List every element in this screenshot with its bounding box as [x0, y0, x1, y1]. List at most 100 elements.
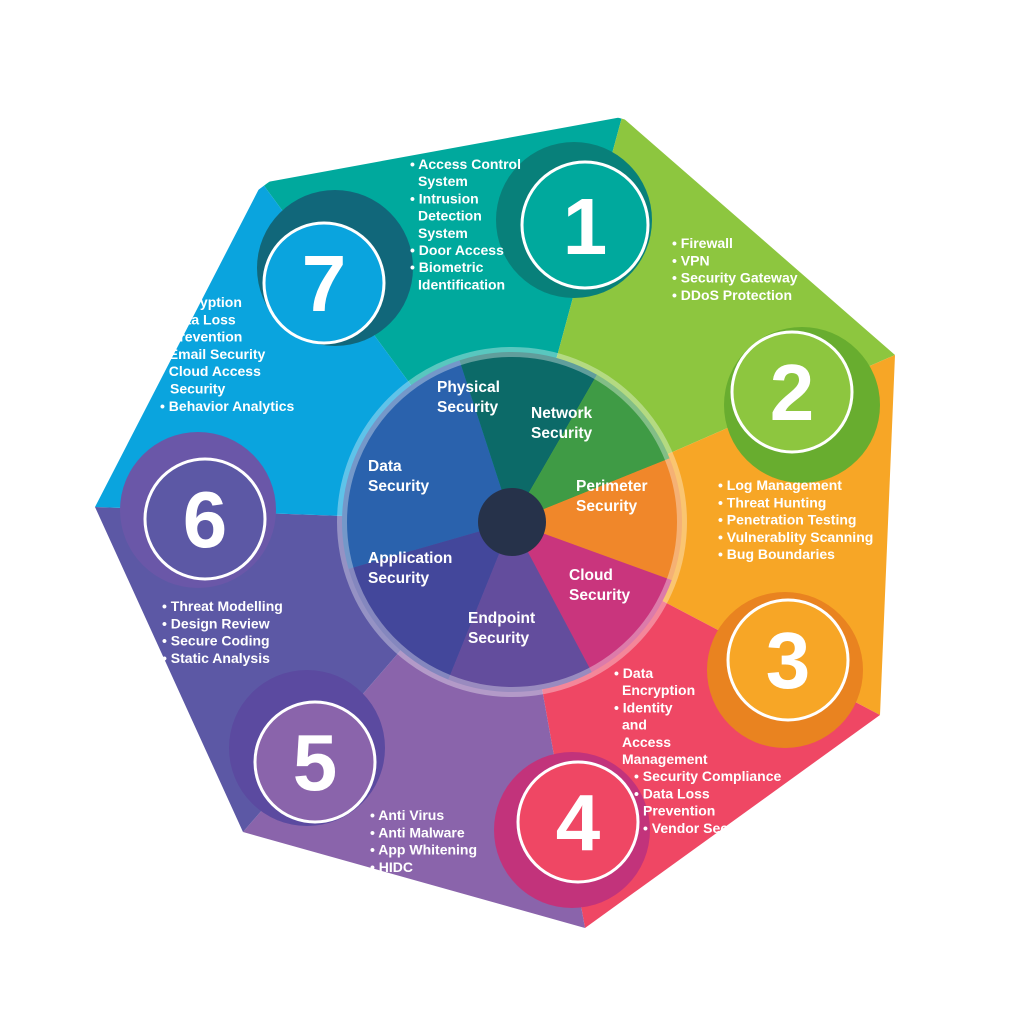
label-endpoint-line-2: Security: [468, 630, 530, 647]
list-item: • Threat Modelling: [162, 598, 283, 614]
list-item: • DDoS Protection: [672, 287, 792, 303]
list-item: • Static Analysis: [162, 650, 270, 666]
label-cloud-security: Cloud Security: [569, 567, 631, 604]
list-item: System: [418, 173, 468, 189]
label-endpoint-line-1: Endpoint: [468, 610, 535, 627]
list-item: Detection: [418, 208, 482, 224]
list-item: • Firewall: [672, 235, 733, 251]
list-item: • Data Loss: [634, 785, 710, 801]
list-item: • Email Security: [160, 346, 265, 362]
label-perimeter-line-1: Perimeter: [576, 478, 648, 495]
inner-wedge-endpoint: [448, 522, 592, 692]
inner-ring: [337, 347, 687, 697]
list-item: • Access Control: [410, 156, 521, 172]
badge-3-number: 3: [766, 616, 811, 705]
badge-1-disc: [520, 160, 650, 290]
list-item: • Bug Boundaries: [718, 546, 835, 562]
list-physical-security: • Access Control System • Intrusion Dete…: [410, 156, 525, 292]
list-data-security: • Encryption • Data Loss Prevention • Em…: [160, 294, 295, 414]
list-item: • Security Compliance: [634, 768, 781, 784]
list-item: Access: [622, 734, 671, 750]
list-item: System: [418, 225, 468, 241]
list-item: • Data Loss: [160, 311, 236, 327]
label-physical-line-1: Physical: [437, 379, 500, 396]
list-item: Encryption: [622, 682, 695, 698]
label-perimeter-line-2: Security: [576, 498, 638, 515]
list-item: • HIDC: [370, 859, 413, 875]
list-item: • Vendor Security: [643, 820, 759, 836]
list-item: • Behavior Analytics: [160, 398, 295, 414]
list-item: • Design Review: [162, 615, 270, 631]
center-hub: [478, 488, 546, 556]
list-item: • Biometric: [410, 259, 484, 275]
badge-4: 4: [494, 752, 650, 908]
badge-7-number: 7: [302, 239, 347, 328]
list-item: • Encryption: [160, 294, 242, 310]
inner-wedges: [342, 352, 683, 692]
label-data-line-1: Data: [368, 458, 402, 475]
badge-1: 1: [496, 142, 652, 298]
badge-2-disc: [730, 330, 854, 454]
list-item: • Data: [614, 665, 653, 681]
label-application-line-1: Application: [368, 550, 452, 567]
bullet-lists: • Access Control System • Intrusion Dete…: [160, 156, 877, 875]
badge-2-number: 2: [770, 348, 815, 437]
label-cloud-line-1: Cloud: [569, 567, 613, 584]
label-data-line-2: Security: [368, 478, 430, 495]
number-badges: 1 2 3 4 5 6 7: [120, 142, 880, 908]
badge-3: 3: [707, 592, 863, 748]
label-physical-line-2: Security: [437, 399, 499, 416]
list-item: • Intrusion: [410, 190, 479, 206]
badge-2: 2: [724, 327, 880, 483]
badge-7: 7: [257, 190, 413, 346]
list-item: • Secure Coding: [162, 633, 270, 649]
badge-3-disc: [726, 598, 850, 722]
list-item: • Door Access: [410, 242, 504, 258]
badge-5: 5: [229, 670, 385, 826]
badge-6: 6: [120, 432, 276, 588]
inner-wedge-physical: [459, 352, 597, 522]
badge-5-number: 5: [293, 718, 338, 807]
list-item: Identification: [418, 276, 505, 292]
badge-6-disc: [143, 457, 267, 581]
list-item: • Threat Hunting: [718, 494, 826, 510]
inner-wedge-data: [342, 360, 512, 569]
label-application-security: Application Security: [368, 550, 457, 587]
list-item: • Penetration Testing: [718, 512, 856, 528]
badge-4-number: 4: [556, 778, 601, 867]
list-cloud-security: • Data Encryption • Identity and Access …: [614, 665, 785, 836]
badge-6-number: 6: [183, 475, 228, 564]
list-item: Security: [170, 381, 225, 397]
list-item: • Security Gateway: [672, 270, 798, 286]
label-network-security: Network Security: [531, 405, 596, 442]
inner-wedge-network: [512, 374, 670, 522]
label-network-line-1: Network: [531, 405, 593, 422]
inner-labels: Physical Security Network Security Perim…: [368, 379, 652, 647]
list-application-security: • Threat Modelling • Design Review • Sec…: [162, 598, 287, 666]
inner-wedge-perimeter: [512, 458, 683, 581]
label-cloud-line-2: Security: [569, 587, 631, 604]
badge-1-number: 1: [563, 182, 608, 271]
list-item: • Vulnerablity Scanning: [718, 529, 873, 545]
list-item: • Log Management: [718, 477, 842, 493]
inner-wedge-application: [348, 522, 512, 680]
list-item: • App Whitening: [370, 842, 477, 858]
list-item: and: [622, 717, 647, 733]
label-perimeter-security: Perimeter Security: [576, 478, 652, 515]
list-item: • Anti Virus: [370, 807, 444, 823]
list-item: Prevention: [643, 803, 715, 819]
label-application-line-2: Security: [368, 570, 430, 587]
label-physical-security: Physical Security: [437, 379, 504, 416]
list-endpoint-security: • Anti Virus • Anti Malware • App Whiten…: [370, 807, 481, 875]
list-item: Management: [622, 751, 708, 767]
label-network-line-2: Security: [531, 425, 593, 442]
list-item: • Identity: [614, 699, 673, 715]
inner-wedge-cloud: [512, 522, 672, 673]
badge-5-disc: [253, 700, 377, 824]
list-network-security: • Firewall • VPN • Security Gateway • DD…: [672, 235, 801, 303]
list-perimeter-security: • Log Management • Threat Hunting • Pene…: [718, 477, 877, 562]
list-item: • Cloud Access: [160, 363, 261, 379]
label-endpoint-security: Endpoint Security: [468, 610, 539, 647]
badge-4-disc: [516, 760, 640, 884]
